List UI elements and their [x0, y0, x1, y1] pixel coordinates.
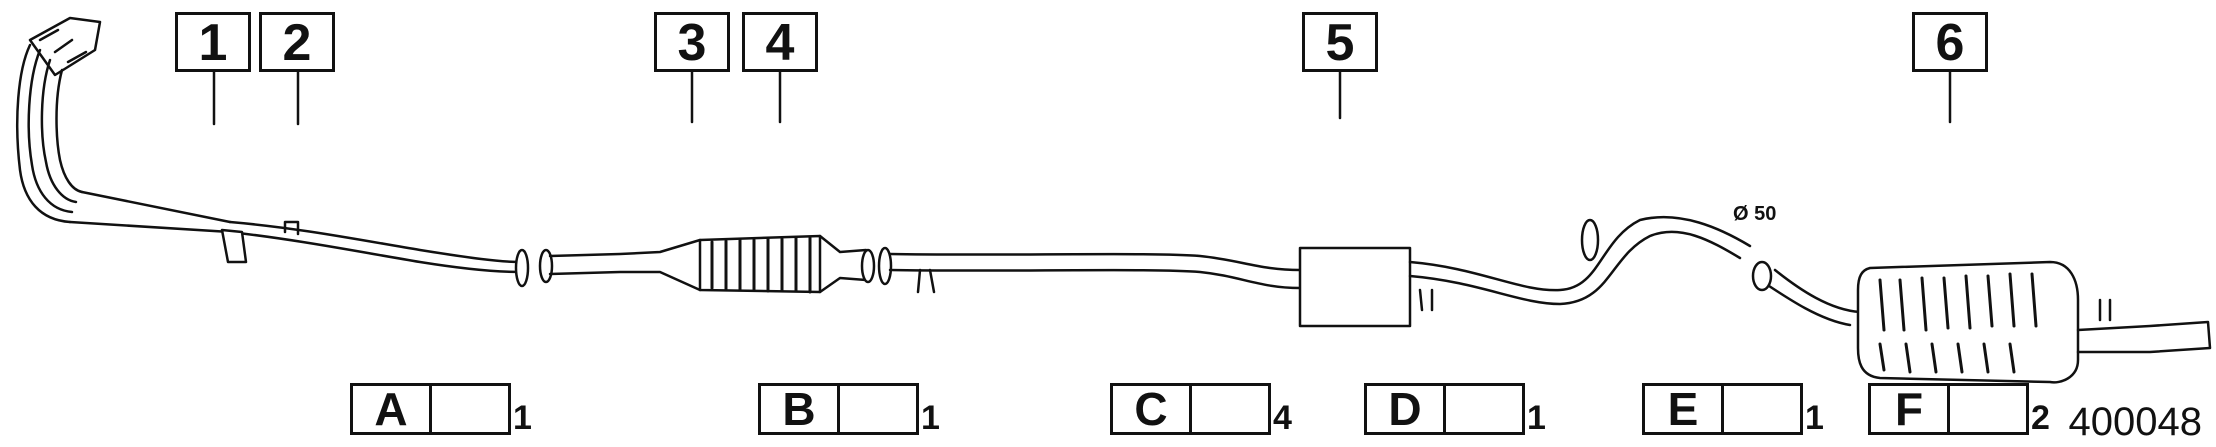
legend-quantity: 1 — [921, 399, 940, 437]
leader-lines — [212, 70, 1952, 126]
legend-quantity: 4 — [1273, 399, 1292, 437]
legend-item-c: C 4 — [1110, 383, 1292, 435]
catalytic-converter — [538, 234, 876, 294]
legend-letter: D — [1367, 386, 1446, 432]
diameter-label: Ø 50 — [1733, 203, 1777, 225]
part-number-box: 5 — [1302, 12, 1378, 72]
legend-letter: C — [1113, 386, 1192, 432]
legend-item-b: B 1 — [758, 383, 940, 435]
front-pipe — [220, 220, 530, 288]
legend-letter: E — [1645, 386, 1724, 432]
part-number-box: 3 — [654, 12, 730, 72]
legend-quantity: 1 — [513, 399, 532, 437]
part-number-box: 6 — [1912, 12, 1988, 72]
part-number-box: 2 — [259, 12, 335, 72]
legend-item-a: A 1 — [350, 383, 532, 435]
legend-item-e: E 1 — [1642, 383, 1824, 435]
exhaust-manifold — [16, 16, 232, 234]
legend-letter: B — [761, 386, 840, 432]
legend-item-f: F 2 — [1868, 383, 2050, 435]
legend-quantity: 1 — [1805, 399, 1824, 437]
middle-silencer-section — [877, 215, 1752, 328]
legend-item-d: D 1 — [1364, 383, 1546, 435]
part-number-box: 4 — [742, 12, 818, 72]
legend-quantity: 1 — [1527, 399, 1546, 437]
reference-number: 400048 — [2068, 400, 2202, 444]
part-number-box: 1 — [175, 12, 251, 72]
rear-silencer-section — [1751, 260, 2212, 384]
legend-letter: F — [1871, 386, 1950, 432]
legend-letter: A — [353, 386, 432, 432]
legend-quantity: 2 — [2031, 399, 2050, 437]
